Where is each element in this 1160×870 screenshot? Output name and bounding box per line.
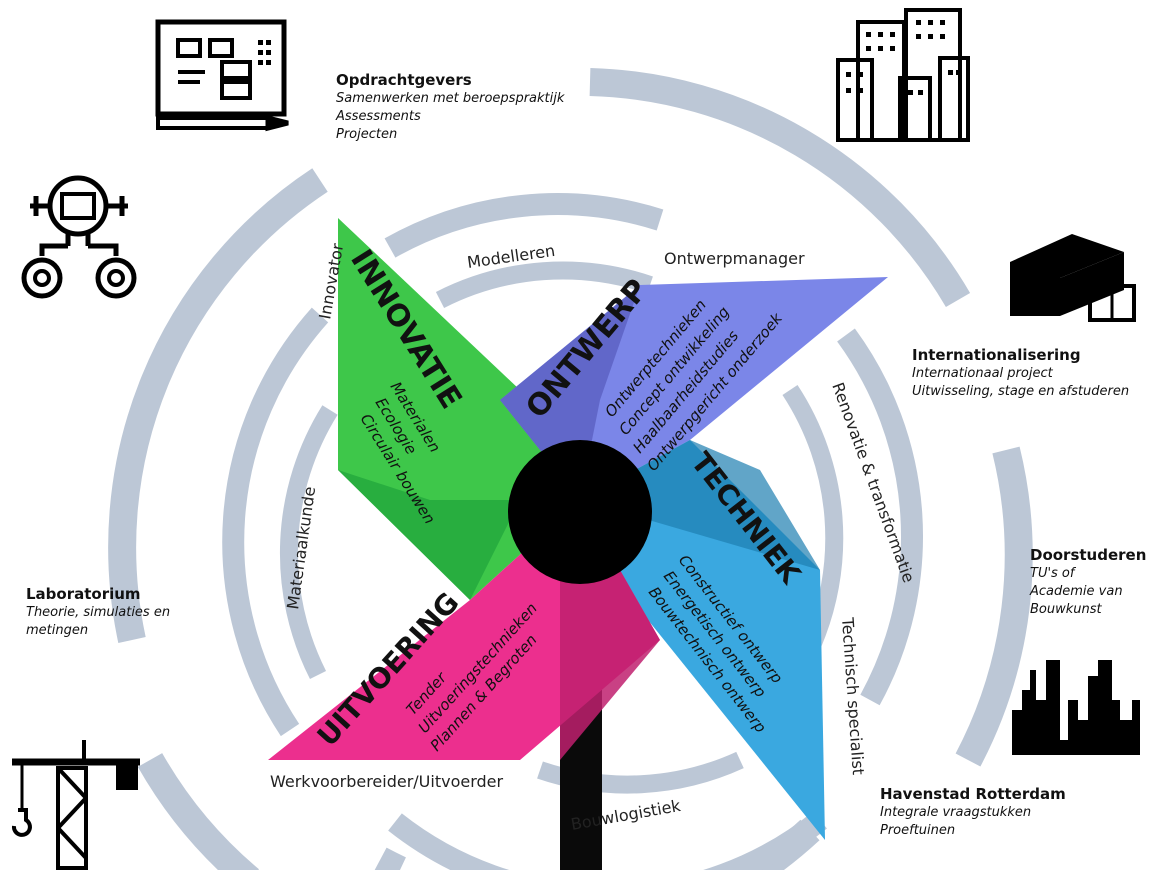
city-buildings-icon — [836, 8, 970, 142]
pinwheel-hub — [508, 440, 652, 584]
info-line: Assessments — [336, 109, 421, 124]
info-doorstuderen: Doorstuderen TU's of Academie van Bouwku… — [1030, 545, 1146, 619]
house-icon — [1010, 234, 1136, 322]
info-line: Proeftuinen — [880, 823, 956, 838]
info-line: Theorie, simulaties en — [26, 605, 171, 620]
info-laboratorium: Laboratorium Theorie, simulaties en meti… — [26, 584, 170, 640]
info-line: Projecten — [336, 127, 398, 142]
info-line: Internationaal project — [912, 366, 1053, 381]
info-line: Uitwisseling, stage en afstuderen — [912, 384, 1130, 399]
info-line: Academie van — [1030, 584, 1123, 599]
info-title: Laboratorium — [26, 585, 141, 603]
info-line: TU's of — [1030, 566, 1075, 581]
arc-label-technisch-specialist: Technisch specialist — [838, 616, 868, 776]
arc-label-ontwerpmanager: Ontwerpmanager — [664, 249, 805, 268]
info-title: Opdrachtgevers — [336, 71, 472, 89]
robot-gears-icon — [21, 175, 137, 299]
crane-icon — [11, 740, 140, 870]
skyline-icon — [1012, 660, 1140, 755]
info-line: metingen — [26, 623, 89, 638]
blueprint-icon — [155, 19, 289, 132]
info-line: Samenwerken met beroepspraktijk — [336, 91, 565, 106]
info-title: Havenstad Rotterdam — [880, 785, 1066, 803]
info-havenstad: Havenstad Rotterdam Integrale vraagstukk… — [880, 784, 1066, 840]
info-title: Internationalisering — [912, 346, 1081, 364]
arc-label-werkvoorbereider: Werkvoorbereider/Uitvoerder — [270, 772, 504, 791]
info-internationalisering: Internationalisering Internationaal proj… — [912, 345, 1129, 401]
info-title: Doorstuderen — [1030, 546, 1147, 564]
middle-ring — [222, 193, 923, 870]
info-opdrachtgevers: Opdrachtgevers Samenwerken met beroepspr… — [336, 70, 564, 144]
info-line: Bouwkunst — [1030, 602, 1102, 617]
info-line: Integrale vraagstukken — [880, 805, 1032, 820]
